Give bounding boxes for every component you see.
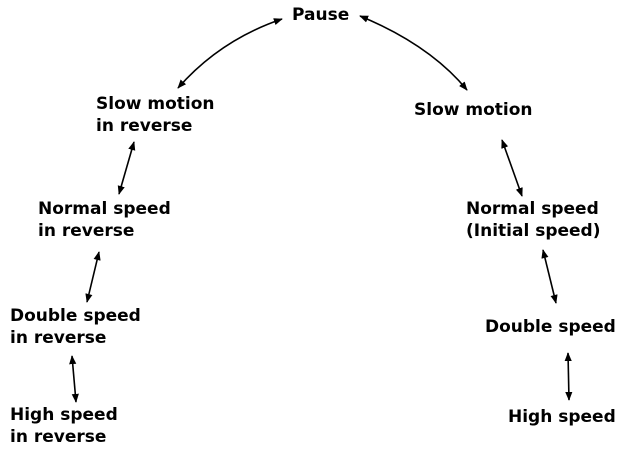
arrow-normal-forward-double-forward xyxy=(541,249,558,304)
node-double-speed-reverse: Double speed in reverse xyxy=(10,306,147,348)
arrow-normal-reverse-double-reverse xyxy=(85,251,101,303)
arrow-slow-forward-normal-forward xyxy=(501,139,523,197)
node-normal-speed-line1: Normal speed xyxy=(466,199,599,219)
arrow-pause-slow-reverse xyxy=(177,18,283,89)
node-normal-speed-reverse: Normal speed in reverse xyxy=(38,199,177,241)
node-double-speed-line: Double speed xyxy=(485,317,616,337)
node-high-speed-reverse-line1: High speed xyxy=(10,405,118,425)
arrow-pause-slow-forward xyxy=(359,15,468,91)
node-slow-motion-reverse-line1: Slow motion xyxy=(96,94,215,114)
arrow-double-forward-high-forward xyxy=(564,352,573,401)
node-high-speed-line: High speed xyxy=(508,407,616,427)
arrow-double-reverse-high-reverse xyxy=(69,355,79,403)
node-slow-motion-line: Slow motion xyxy=(414,100,533,120)
node-high-speed-reverse: High speed in reverse xyxy=(10,405,124,447)
node-double-speed-reverse-line1: Double speed xyxy=(10,306,141,326)
node-normal-speed: Normal speed (Initial speed) xyxy=(466,199,605,241)
node-labels: Pause Slow motion in reverse Slow motion… xyxy=(10,5,616,447)
node-slow-motion-reverse: Slow motion in reverse xyxy=(96,94,220,136)
node-double-speed: Double speed xyxy=(485,317,616,337)
node-double-speed-reverse-line2: in reverse xyxy=(10,328,106,348)
node-normal-speed-reverse-line1: Normal speed xyxy=(38,199,171,219)
node-normal-speed-reverse-line2: in reverse xyxy=(38,221,134,241)
node-slow-motion: Slow motion xyxy=(414,100,533,120)
node-pause-line: Pause xyxy=(292,5,349,25)
node-slow-motion-reverse-line2: in reverse xyxy=(96,116,192,136)
node-high-speed: High speed xyxy=(508,407,616,427)
node-high-speed-reverse-line2: in reverse xyxy=(10,427,106,447)
arrow-slow-reverse-normal-reverse xyxy=(117,141,136,195)
node-normal-speed-line2: (Initial speed) xyxy=(466,221,600,241)
node-pause: Pause xyxy=(292,5,349,25)
arrows xyxy=(69,15,573,403)
